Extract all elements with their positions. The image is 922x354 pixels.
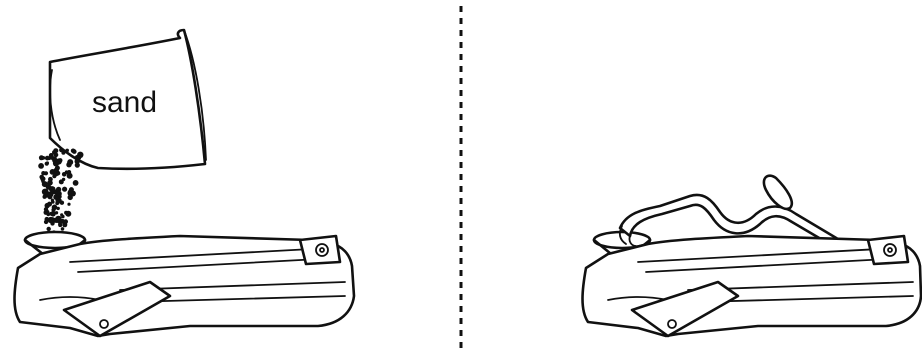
sand-particle	[39, 174, 44, 180]
tank-left	[13, 234, 356, 338]
left-scene: sand	[13, 28, 356, 338]
sand-particle	[68, 187, 74, 193]
sand-particle	[49, 186, 56, 193]
sand-particle	[61, 214, 65, 219]
sand-particle	[41, 156, 46, 160]
sand-particle	[61, 177, 66, 182]
sand-particle	[53, 148, 59, 154]
sand-particle	[72, 149, 77, 154]
sand-particle	[46, 226, 51, 232]
sand-bag: sand	[48, 28, 207, 171]
sand-particle	[50, 211, 56, 217]
sand-particle	[67, 159, 74, 166]
sand-particle	[74, 158, 80, 165]
sand-particle	[62, 186, 68, 192]
sand-particle	[53, 194, 59, 200]
sand-particle	[65, 210, 72, 217]
sand-particle	[66, 172, 73, 179]
sand-particle	[53, 152, 59, 158]
sand-particle	[38, 163, 44, 169]
sand-particle	[45, 184, 52, 190]
bag-label: sand	[92, 86, 157, 119]
sand-particle	[47, 201, 52, 207]
sand-particle	[67, 202, 71, 206]
sand-particle	[58, 222, 62, 227]
tank-right	[581, 234, 922, 338]
sand-particle	[49, 169, 56, 175]
sand-particle	[52, 158, 56, 163]
sand-particle	[67, 170, 72, 175]
sand-particle	[65, 148, 69, 153]
sand-particle	[41, 179, 45, 184]
sand-particle	[44, 161, 49, 166]
sand-particle	[67, 191, 72, 196]
sand-particle	[72, 180, 79, 186]
sand-particle	[54, 218, 60, 224]
sand-particle	[60, 227, 65, 231]
right-scene	[581, 174, 922, 338]
sand-particle	[50, 217, 54, 221]
sand-particle	[48, 153, 54, 158]
sand-particle	[50, 198, 55, 202]
sand-particle	[43, 219, 49, 225]
sand-particle	[54, 169, 58, 173]
sand-particle	[61, 172, 67, 177]
sand-particle	[47, 191, 54, 198]
sand-particle	[43, 171, 49, 176]
sand-particle	[52, 174, 57, 179]
sand-particle	[77, 155, 82, 160]
sand-particle	[74, 162, 80, 168]
sand-particle	[56, 206, 60, 211]
sand-particle	[48, 176, 53, 182]
sand-particle	[59, 147, 64, 153]
sand-particle	[51, 207, 56, 212]
sand-particle	[55, 186, 62, 193]
sand-particle	[63, 219, 68, 224]
sand-particle	[46, 212, 51, 217]
